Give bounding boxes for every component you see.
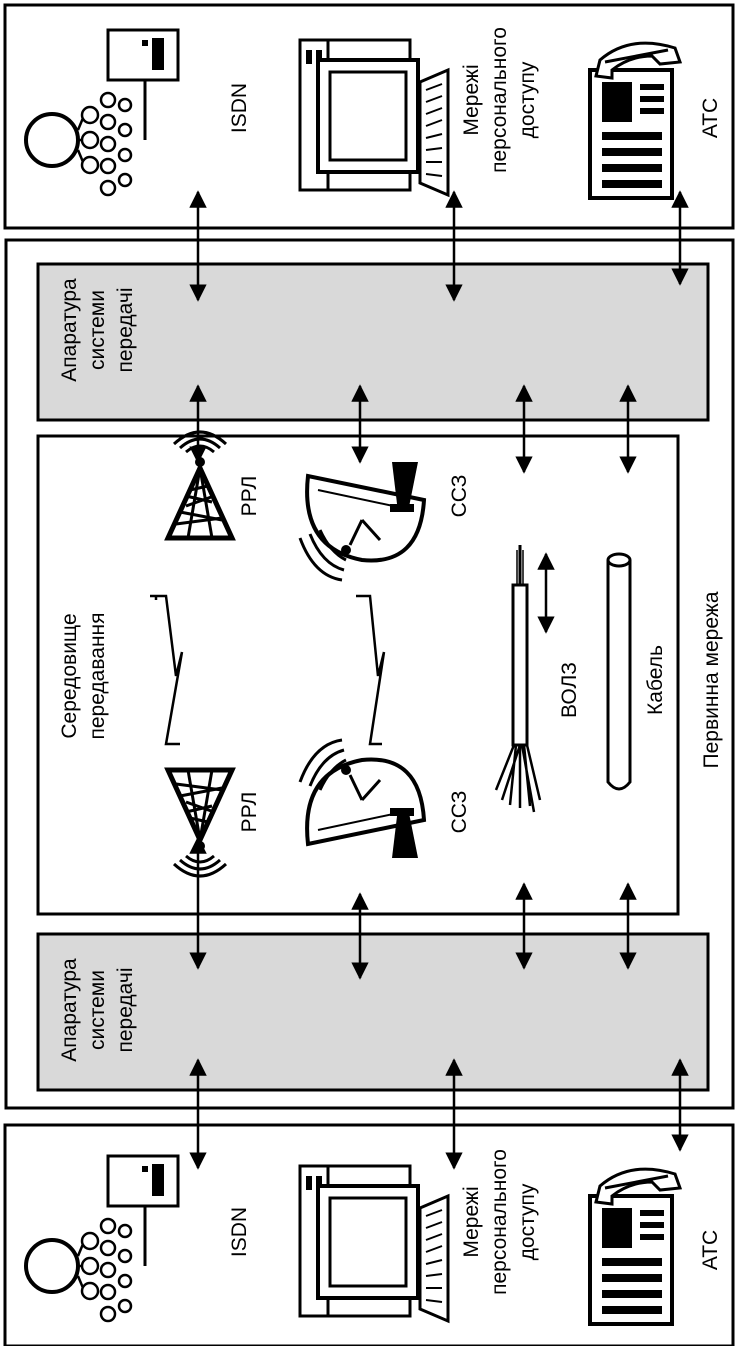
lightning-link-icon <box>150 594 184 746</box>
ats-label: АТС <box>699 98 722 138</box>
equipment-block-bottom <box>36 932 710 1092</box>
pc-network-label-bottom-line1: Мережі <box>460 1186 483 1257</box>
rrl-label-bottom: РРЛ <box>238 792 261 833</box>
pc-network-label-bottom-line3: доступу <box>516 1183 539 1260</box>
ssz-label-top: ССЗ <box>448 475 471 518</box>
pc-network-label-line1: Мережі <box>460 64 483 135</box>
isdn-label: ISDN <box>228 83 251 133</box>
pc-network-label-line3: доступу <box>516 61 539 138</box>
cable-icon <box>606 552 632 791</box>
medium-label-line1: Середовище <box>58 613 81 738</box>
fiber-optic-icon <box>494 545 542 813</box>
isdn-label-bottom: ISDN <box>228 1207 251 1257</box>
ats-label-bottom: АТС <box>699 1230 722 1270</box>
primary-network-label: Первинна мережа <box>700 591 723 768</box>
equipment-bottom-line1: Апаратура <box>58 958 81 1062</box>
rrl-label-top: РРЛ <box>238 476 261 517</box>
medium-label-line2: передавання <box>86 612 109 739</box>
pc-network-label-line2: персонального <box>488 27 511 173</box>
pc-network-label-bottom-line2: персонального <box>488 1149 511 1295</box>
ssz-label-bottom: ССЗ <box>448 791 471 834</box>
equipment-block-top <box>36 262 710 422</box>
equipment-top-line1: Апаратура <box>58 278 81 382</box>
equipment-bottom-line2: системи <box>86 970 109 1050</box>
equipment-top-line3: передачі <box>114 287 137 372</box>
equipment-bottom-line3: передачі <box>114 967 137 1052</box>
equipment-top-line2: системи <box>86 290 109 370</box>
volz-label: ВОЛЗ <box>558 662 581 718</box>
lightning-link-icon <box>356 594 386 746</box>
cable-label: Кабель <box>644 645 667 715</box>
